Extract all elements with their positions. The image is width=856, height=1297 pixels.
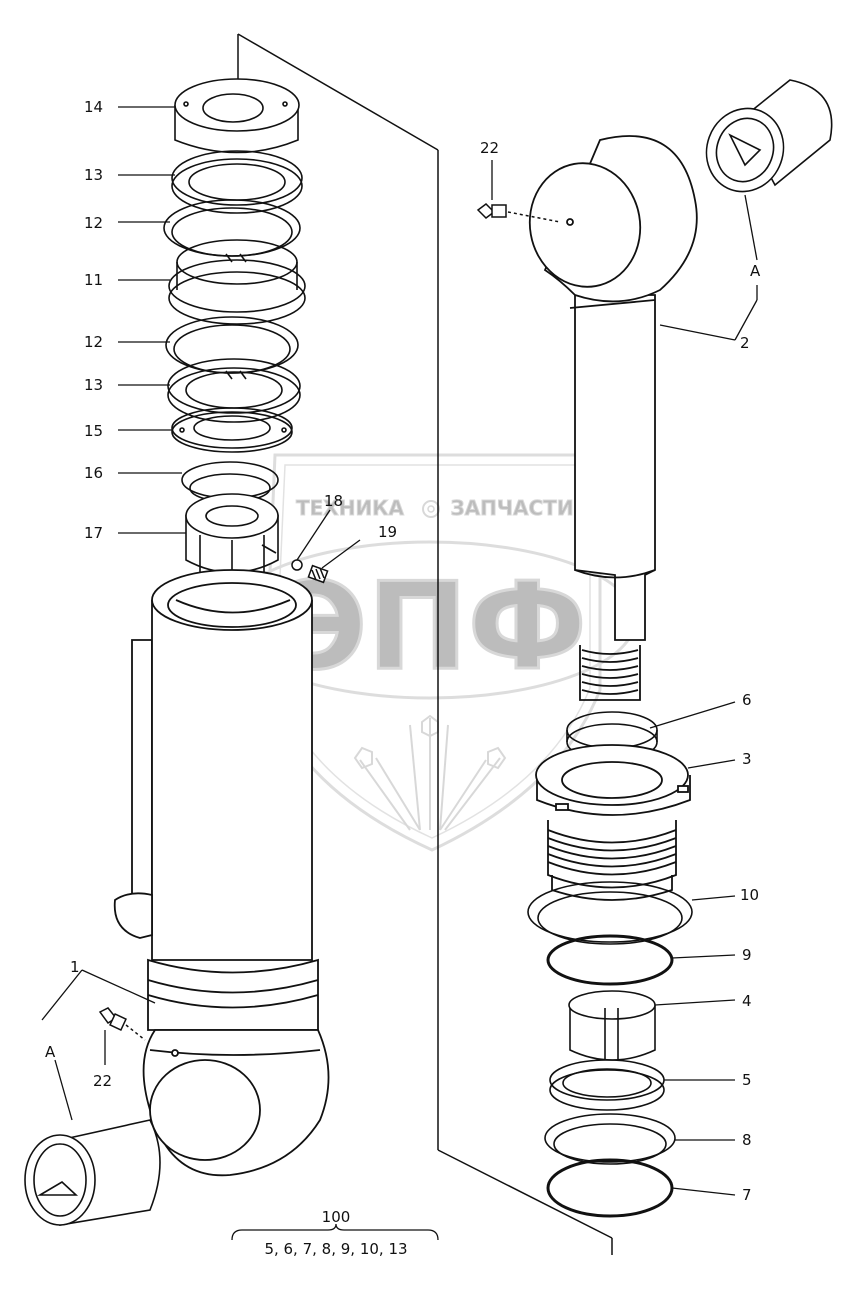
kit-number: 100 <box>322 1208 351 1226</box>
callout-12: 12 <box>84 333 103 351</box>
part-22-grease-fitting-left <box>98 1007 146 1041</box>
watermark-left-word: ТЕХНИКА <box>296 496 405 520</box>
callout-15: 15 <box>84 422 103 440</box>
part-13-seal-bottom <box>167 358 301 423</box>
part-9-oring <box>546 934 674 986</box>
callout-14: 14 <box>84 98 103 116</box>
callout-6: 6 <box>742 691 752 709</box>
callout-labels: 14 13 12 11 12 13 15 16 17 18 19 22 A 2 … <box>45 98 761 1204</box>
callout-9: 9 <box>742 946 752 964</box>
leader-lines <box>41 106 758 1196</box>
part-22-grease-fitting-right <box>476 203 561 223</box>
callout-10: 10 <box>740 886 759 904</box>
part-2-piston-rod <box>528 135 698 701</box>
callout-1: 1 <box>70 958 80 976</box>
callout-13: 13 <box>84 376 103 394</box>
part-8-ring <box>544 1113 676 1165</box>
part-11-bushing <box>168 239 306 325</box>
part-18-ball <box>291 559 303 571</box>
callout-7: 7 <box>742 1186 752 1204</box>
watermark-logo-letters: ЭПФ <box>279 558 587 697</box>
part-12-ring-bottom <box>165 316 299 380</box>
callout-16: 16 <box>84 464 103 482</box>
part-17-nut <box>185 493 279 585</box>
callout-11: 11 <box>84 271 103 289</box>
part-5-ring <box>549 1059 665 1111</box>
callout-A: A <box>45 1043 56 1061</box>
kit-brace <box>231 1223 439 1241</box>
callout-A: A <box>750 262 761 280</box>
callout-22: 22 <box>93 1072 112 1090</box>
callout-22: 22 <box>480 139 499 157</box>
part-13-seal-top <box>171 150 303 214</box>
kit-note: 100 5, 6, 7, 8, 9, 10, 13 <box>231 1208 439 1258</box>
part-19-setscrew <box>307 564 329 584</box>
watermark-right-word: ЗАПЧАСТИ <box>450 496 573 520</box>
part-3-piston <box>535 744 691 901</box>
callout-8: 8 <box>742 1131 752 1149</box>
watermark: ЭПФ ТЕХНИКА ЗАПЧАСТИ <box>223 453 637 852</box>
callout-13: 13 <box>84 166 103 184</box>
gear-icon <box>422 500 440 518</box>
wheat-emblem <box>353 714 507 831</box>
callout-18: 18 <box>324 492 343 510</box>
callout-19: 19 <box>378 523 397 541</box>
callout-17: 17 <box>84 524 103 542</box>
assembly-axis-lines <box>237 33 613 1255</box>
part-15-plate <box>171 407 293 453</box>
callout-12: 12 <box>84 214 103 232</box>
part-4-bushing <box>568 990 656 1061</box>
part-1-cylinder-tube <box>113 569 330 1177</box>
part-10-ring <box>527 881 693 945</box>
callout-5: 5 <box>742 1071 752 1089</box>
part-A-bushing-left <box>24 1119 161 1226</box>
callout-4: 4 <box>742 992 752 1010</box>
callout-2: 2 <box>740 334 750 352</box>
kit-contents: 5, 6, 7, 8, 9, 10, 13 <box>264 1240 407 1258</box>
part-12-ring-top <box>163 199 301 263</box>
part-7-oring <box>546 1158 674 1218</box>
part-A-bushing-right <box>705 79 833 193</box>
part-14-retainer <box>174 78 300 154</box>
callout-3: 3 <box>742 750 752 768</box>
